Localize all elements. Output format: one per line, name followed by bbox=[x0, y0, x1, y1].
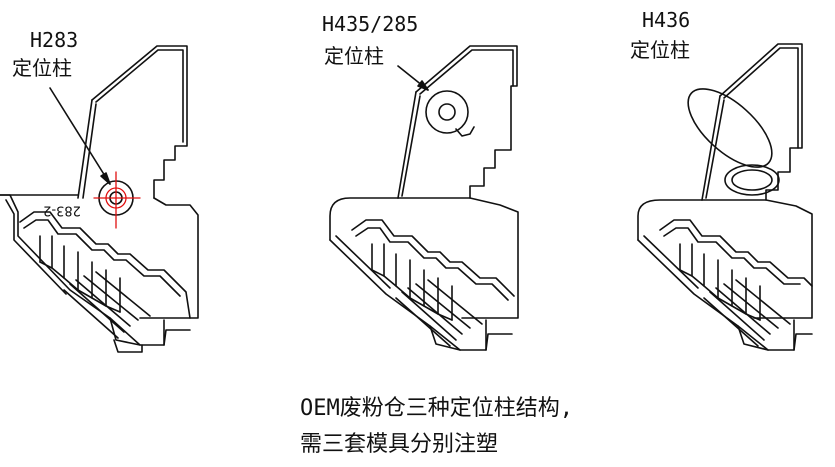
post-label-h283: 定位柱 bbox=[12, 56, 72, 80]
model-label-h283: H283 bbox=[30, 28, 79, 52]
crosshair-mark bbox=[93, 171, 141, 229]
model-label-h436: H436 bbox=[642, 8, 691, 32]
model-label-h435: H435/285 bbox=[322, 12, 419, 36]
post-label-h436: 定位柱 bbox=[630, 38, 690, 62]
caption-line-2: 需三套模具分别注塑 bbox=[300, 432, 499, 457]
caption-line-1: OEM废粉仓三种定位柱结构, bbox=[300, 396, 573, 421]
locator-post-h436 bbox=[724, 164, 780, 196]
post-label-h435: 定位柱 bbox=[324, 44, 384, 68]
leader-arrow-h283 bbox=[49, 87, 111, 185]
panel-h283-housing bbox=[0, 45, 199, 353]
leader-arrow-h435 bbox=[397, 65, 429, 91]
panel-h435-housing bbox=[329, 45, 519, 351]
callout-ellipse-h436 bbox=[687, 88, 773, 168]
part-mark-283: 283-2 bbox=[43, 203, 81, 218]
locator-post-h435 bbox=[425, 90, 475, 137]
panel-h436-housing bbox=[637, 43, 813, 351]
